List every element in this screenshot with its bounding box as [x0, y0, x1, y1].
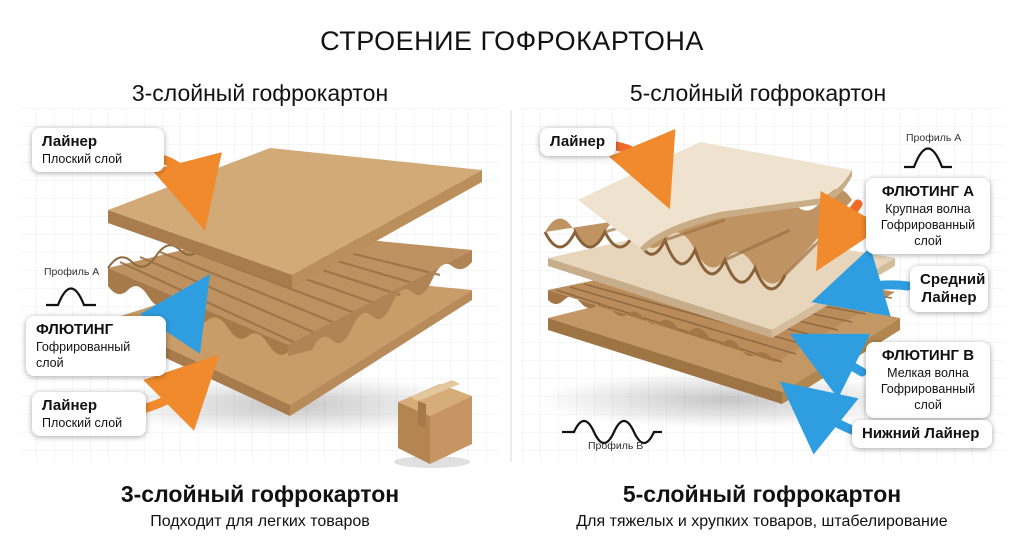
label-line1: Крупная волна: [885, 202, 971, 216]
label-title: Лайнер: [42, 397, 98, 414]
label-left-top-liner: Лайнер Плоский слой: [32, 128, 164, 172]
right-footer-subtitle: Для тяжелых и хрупких товаров, штабелиро…: [576, 513, 948, 530]
arrow-to-middle-liner: [811, 247, 913, 317]
profile-a-wave-left: [46, 287, 96, 307]
label-line2: Гофрированный слой: [880, 382, 976, 412]
left-heading: 3-слойный гофрокартон: [131, 80, 389, 106]
label-line1: Средний: [920, 271, 986, 288]
label-bottom-liner-right: Нижний Лайнер: [852, 420, 992, 448]
arrow-to-fluting-a: [816, 190, 884, 272]
profile-a-label-left: Профиль А: [44, 266, 100, 278]
page-title: СТРОЕНИЕ ГОФРОКАРТОНА: [320, 26, 704, 56]
label-subtitle: Гофрированный слой: [36, 340, 131, 370]
arrow-to-bottom-liner: [141, 354, 220, 431]
label-fluting-a: ФЛЮТИНГ А Крупная волна Гофрированный сл…: [866, 178, 990, 254]
label-middle-liner: Средний Лайнер: [910, 266, 988, 312]
profile-b-wave: [562, 419, 662, 445]
left-footer-title: 3-слойный гофрокартон: [120, 481, 400, 507]
label-left-fluting: ФЛЮТИНГ Гофрированный слой: [26, 316, 166, 376]
right-heading: 5-слойный гофрокартон: [629, 80, 887, 106]
cardboard-box-icon: [394, 380, 472, 468]
label-title: ФЛЮТИНГ: [36, 321, 114, 338]
label-line2: Лайнер: [921, 289, 977, 306]
label-line2: Гофрированный слой: [880, 218, 976, 248]
arrow-to-fluting-b: [789, 333, 871, 399]
label-title: Лайнер: [550, 133, 606, 150]
label-subtitle: Плоский слой: [42, 152, 123, 166]
label-left-bottom-liner: Лайнер Плоский слой: [32, 392, 146, 436]
label-title: ФЛЮТИНГ А: [881, 183, 975, 200]
label-subtitle: Плоский слой: [42, 416, 123, 430]
label-fluting-b: ФЛЮТИНГ В Мелкая волна Гофрированный сло…: [866, 342, 990, 418]
label-title: ФЛЮТИНГ В: [881, 347, 975, 364]
right-footer-title: 5-слойный гофрокартон: [622, 481, 902, 507]
arrow-to-bottom-liner-right: [779, 381, 859, 455]
profile-b-label: Профиль В: [588, 440, 644, 452]
label-right-top-liner: Лайнер: [540, 128, 616, 156]
label-line1: Мелкая волна: [887, 366, 969, 380]
label-title: Нижний Лайнер: [862, 425, 980, 442]
profile-a-label-right: Профиль А: [906, 132, 962, 144]
left-footer-subtitle: Подходит для легких товаров: [150, 513, 370, 530]
label-title: Лайнер: [42, 133, 98, 150]
profile-a-wave-right: [904, 147, 952, 169]
arrow-to-right-top-liner: [608, 128, 676, 210]
